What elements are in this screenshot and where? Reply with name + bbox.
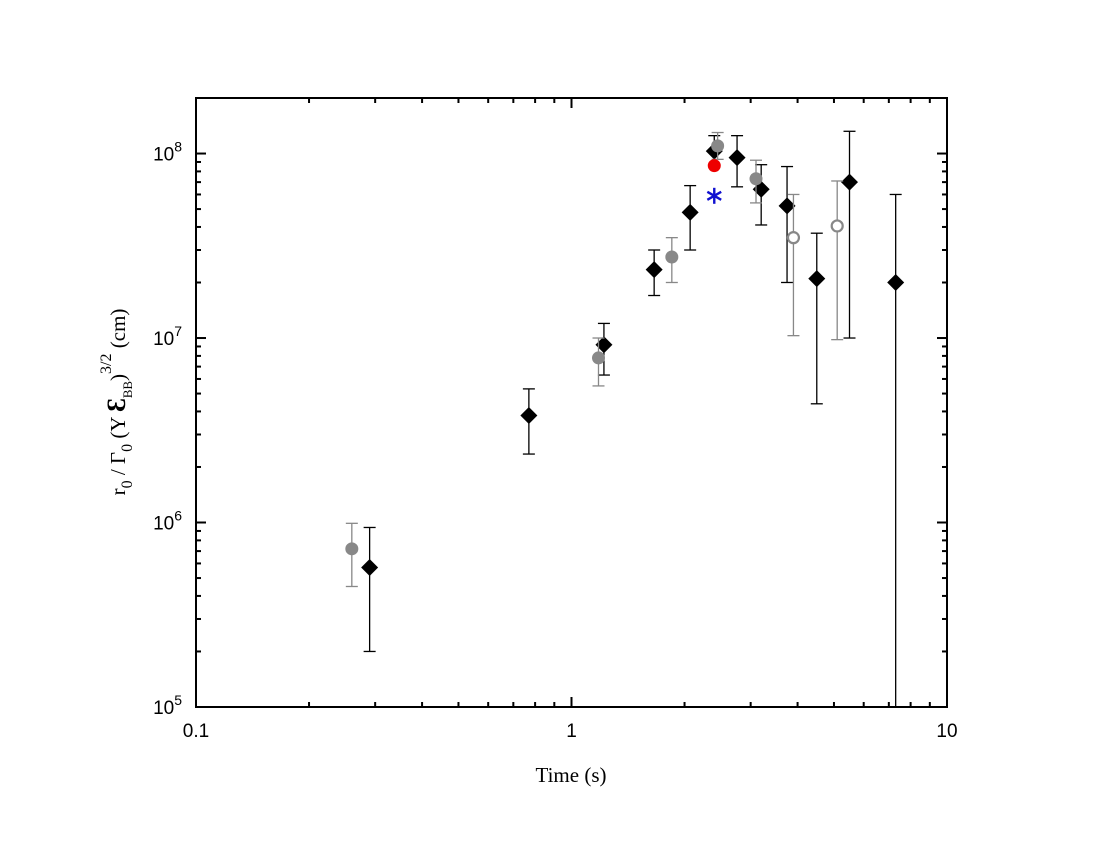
data-point-diamond bbox=[645, 261, 663, 279]
x-tick-label: 0.1 bbox=[183, 721, 209, 742]
data-point-diamond bbox=[595, 336, 613, 354]
data-marks bbox=[345, 130, 905, 707]
data-point-diamond bbox=[887, 273, 905, 291]
data-point-open-circle bbox=[830, 219, 844, 233]
data-point-diamond bbox=[728, 149, 746, 167]
data-point-circle bbox=[345, 542, 359, 556]
data-point-circle bbox=[591, 351, 605, 365]
data-point-diamond bbox=[361, 559, 379, 577]
tick-labels: 0.1 1 10 105 106 107 108 bbox=[153, 139, 958, 742]
data-point-circle bbox=[749, 172, 763, 186]
y-tick-label: 108 bbox=[153, 139, 182, 166]
x-tick-label: 10 bbox=[936, 721, 957, 742]
y-tick-label: 105 bbox=[153, 692, 182, 719]
data-point-circle bbox=[711, 139, 725, 153]
data-point-diamond bbox=[520, 407, 538, 425]
asterisk-stroke bbox=[706, 190, 722, 201]
data-point-open-circle bbox=[786, 231, 801, 245]
y-tick-label: 106 bbox=[153, 508, 182, 535]
data-point-diamond bbox=[808, 270, 826, 288]
plot-frame bbox=[195, 97, 948, 708]
data-point-diamond bbox=[778, 197, 796, 215]
data-point-circle bbox=[665, 250, 679, 264]
y-axis-title: r0 / Γ0 (Y ƐBB)3/2 (cm) bbox=[98, 309, 136, 496]
axis-ticks bbox=[195, 97, 947, 708]
x-tick-label: 1 bbox=[566, 721, 577, 742]
data-point-circle bbox=[707, 159, 721, 173]
data-point-asterisk bbox=[706, 187, 722, 204]
y-tick-label: 107 bbox=[153, 323, 182, 350]
data-point-diamond bbox=[681, 203, 699, 221]
data-point-diamond bbox=[841, 173, 859, 191]
x-axis-title: Time (s) bbox=[536, 763, 607, 787]
